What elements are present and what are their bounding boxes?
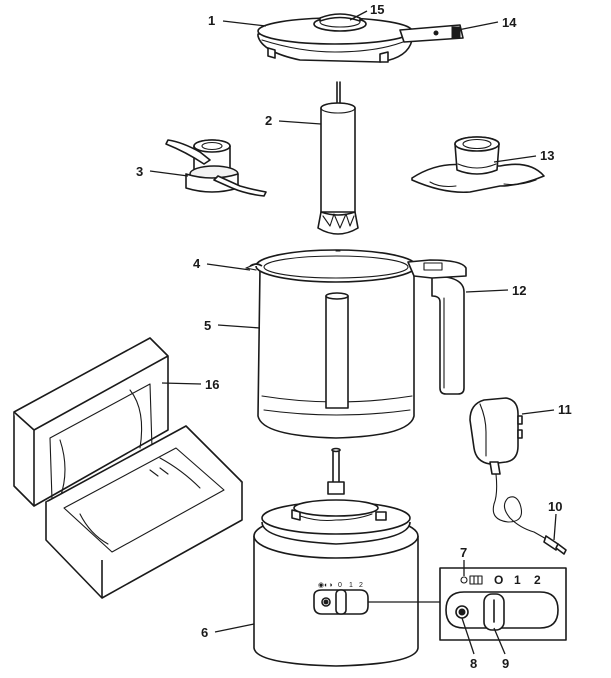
inset-speed-label-0: O — [494, 573, 503, 587]
inset-speed-label-2: 2 — [534, 573, 541, 587]
callout-7: 7 — [460, 545, 467, 560]
motor-base: ◉◐◑ 0 1 2 — [253, 447, 419, 667]
chopping-blade — [165, 139, 267, 197]
lid-assembly — [257, 13, 464, 63]
callout-2: 2 — [265, 113, 272, 128]
leader-lines — [149, 10, 557, 655]
callout-5: 5 — [204, 318, 211, 333]
work-bowl — [245, 249, 467, 439]
callout-4: 4 — [193, 256, 201, 271]
callout-6: 6 — [201, 625, 208, 640]
callout-8: 8 — [470, 656, 477, 671]
callout-numbers: 1 2 3 4 5 6 7 8 9 10 11 12 13 14 15 16 — [136, 2, 572, 671]
callout-15: 15 — [370, 2, 384, 17]
callout-3: 3 — [136, 164, 143, 179]
base-speed-label-0: 0 — [338, 582, 342, 589]
storage-box — [13, 337, 243, 599]
control-dial-inset: O 1 2 — [368, 567, 567, 641]
callout-9: 9 — [502, 656, 509, 671]
callout-14: 14 — [502, 15, 517, 30]
callout-11: 11 — [558, 402, 572, 417]
callout-12: 12 — [512, 283, 526, 298]
svg-text:◉◐◑: ◉◐◑ — [318, 582, 333, 589]
callout-13: 13 — [540, 148, 554, 163]
callout-16: 16 — [205, 377, 219, 392]
power-adapter — [469, 397, 567, 555]
inset-speed-label-1: 1 — [514, 573, 521, 587]
base-speed-label-1: 1 — [349, 582, 353, 589]
base-speed-label-2: 2 — [359, 582, 363, 589]
pusher-shaft — [317, 81, 359, 235]
callout-1: 1 — [208, 13, 215, 28]
dough-blade — [411, 136, 545, 194]
callout-10: 10 — [548, 499, 562, 514]
